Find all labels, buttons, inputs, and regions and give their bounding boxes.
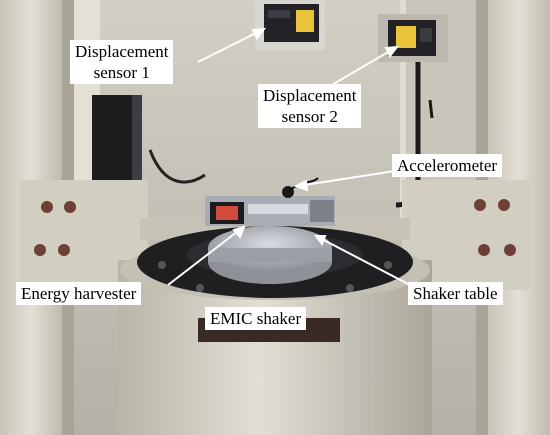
bolts [34, 199, 516, 256]
displacement-sensor-2-icon [388, 20, 436, 56]
label-displacement-sensor-1: Displacement sensor 1 [70, 40, 174, 84]
energy-harvester-icon [205, 196, 335, 226]
label-displacement-sensor-2: Displacement sensor 2 [258, 84, 362, 128]
label-line: Displacement [263, 86, 357, 105]
label-energy-harvester: Energy harvester [16, 282, 142, 305]
label-shaker-table: Shaker table [408, 282, 503, 305]
label-line: sensor 2 [281, 107, 338, 126]
label-line: sensor 1 [93, 63, 150, 82]
label-emic-shaker: EMIC shaker [205, 307, 307, 330]
displacement-sensor-1-icon [264, 4, 319, 42]
label-accelerometer: Accelerometer [392, 154, 503, 177]
label-line: Displacement [75, 42, 169, 61]
arrow-icon [167, 27, 411, 286]
shaker-table-icon [208, 226, 332, 284]
